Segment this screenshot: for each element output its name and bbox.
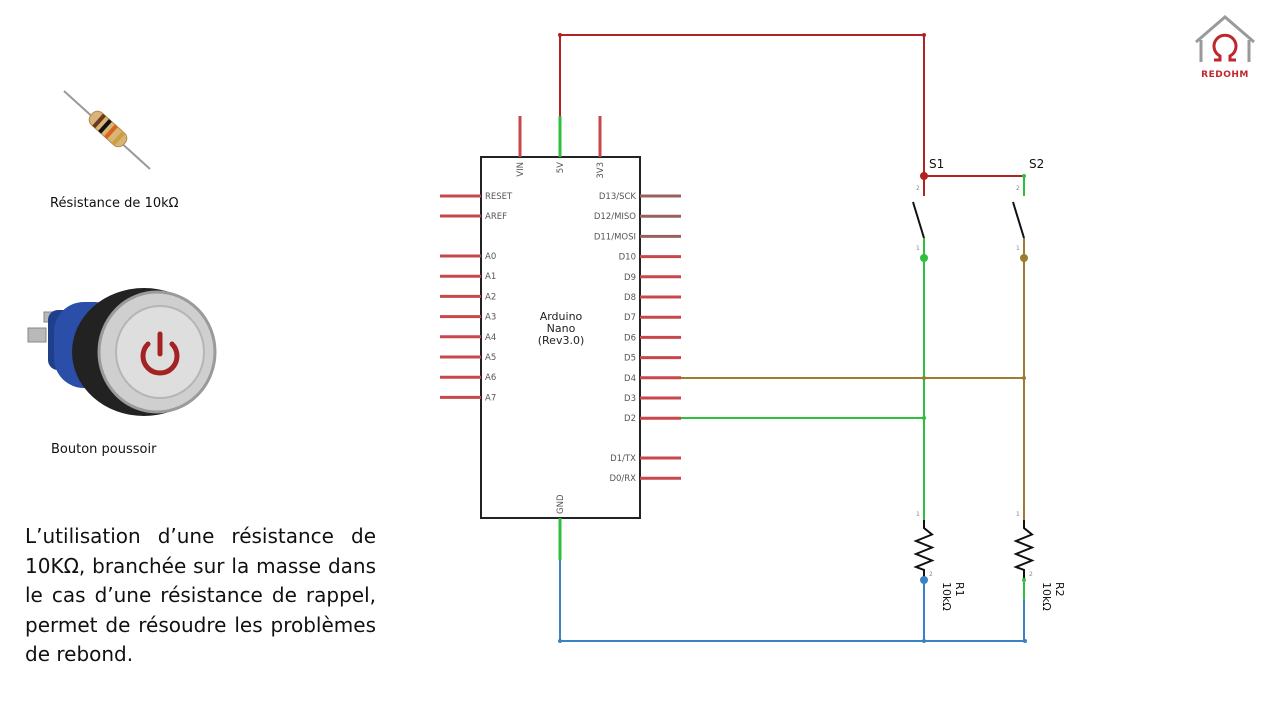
switch-lever: [912, 201, 925, 239]
explanation-text: L’utilisation d’une résistance de 10KΩ, …: [25, 524, 376, 666]
switch-pin-number: 1: [1016, 245, 1020, 252]
pin-label-a5: A5: [485, 353, 496, 363]
resistor-zigzag: [913, 520, 935, 580]
junction-dot: [558, 639, 562, 643]
pin-label-a6: A6: [485, 373, 496, 383]
pin-label-d5: D5: [624, 354, 636, 364]
junction-dot: [922, 639, 926, 643]
junction-dot: [922, 416, 926, 420]
pin-label-d4: D4: [624, 374, 636, 384]
switch-label: S2: [1029, 157, 1044, 171]
resistor-pin-number: 1: [916, 511, 920, 518]
resistor-pin-number: 2: [1029, 571, 1033, 578]
pin-label-d9: D9: [624, 273, 636, 283]
pin-label-a7: A7: [485, 393, 496, 403]
board-name-line: (Rev3.0): [538, 334, 585, 347]
switch-terminal-top: [920, 172, 928, 180]
switch-terminal-top: [1022, 174, 1026, 178]
resistor-name: R1: [953, 582, 966, 597]
resistor-caption: Résistance de 10kΩ: [50, 196, 179, 211]
button-caption: Bouton poussoir: [51, 442, 157, 457]
pin-label-a3: A3: [485, 313, 496, 323]
pin-label-a1: A1: [485, 272, 496, 282]
resistor-image: [63, 90, 151, 170]
logo-text: REDOHM: [1201, 70, 1249, 80]
switch-terminal-bottom: [920, 254, 928, 262]
pin-label-d11-mosi: D11/MOSI: [594, 232, 636, 242]
switch-pin-number: 2: [1016, 185, 1020, 192]
pin-label-3v3: 3V3: [596, 162, 606, 179]
board-name-line: Arduino: [540, 310, 583, 323]
resistor-pin-number: 1: [1016, 511, 1020, 518]
pin-label-aref: AREF: [485, 212, 507, 222]
resistor-terminal: [1022, 578, 1026, 582]
switch-s2: S2 2 1: [1012, 157, 1044, 262]
pin-label-d8: D8: [624, 293, 636, 303]
arduino-board: [480, 156, 641, 519]
switch-pin-number: 1: [916, 245, 920, 252]
pin-label-d7: D7: [624, 313, 636, 323]
pin-label-d13-sck: D13/SCK: [599, 192, 637, 202]
resistor-value: 10kΩ: [1040, 582, 1053, 611]
board-name-line: Nano: [547, 322, 576, 335]
pin-label-5v: 5V: [556, 162, 566, 173]
switch-label: S1: [929, 157, 944, 171]
pin-label-d10: D10: [619, 253, 636, 263]
wire-gnd: [559, 560, 1025, 642]
resistor-name: R2: [1053, 582, 1066, 597]
resistor-terminal: [920, 576, 928, 584]
switch-s1: S1 2 1: [912, 157, 944, 262]
pin-label-a0: A0: [485, 252, 496, 262]
resistor-value: 10kΩ: [940, 582, 953, 611]
pin-label-a4: A4: [485, 333, 496, 343]
pin-label-d3: D3: [624, 394, 636, 404]
pin-label-d1-tx: D1/TX: [610, 454, 636, 464]
junction-dot: [1022, 376, 1026, 380]
junction-dot: [558, 33, 562, 37]
pin-label-a2: A2: [485, 292, 496, 302]
pin-label-d6: D6: [624, 333, 636, 343]
pin-label-d0-rx: D0/RX: [609, 474, 636, 484]
junction-dot: [922, 376, 926, 380]
resistor-pin-number: 2: [929, 571, 933, 578]
switch-lever: [1012, 201, 1025, 239]
pin-label-d2: D2: [624, 414, 636, 424]
switch-terminal-bottom: [1020, 254, 1028, 262]
switch-pin-number: 2: [916, 185, 920, 192]
redohm-logo: REDOHM: [1195, 15, 1255, 80]
junction-dot: [1023, 639, 1027, 643]
junction-dot: [922, 33, 926, 37]
pin-label-d12-miso: D12/MISO: [594, 212, 636, 222]
pin-label-reset: RESET: [485, 192, 513, 202]
pin-label-gnd: GND: [556, 494, 566, 514]
push-button-image: [27, 288, 217, 416]
resistor-zigzag: [1013, 520, 1035, 580]
pin-label-vin: VIN: [516, 162, 526, 177]
wire-5v: [559, 34, 925, 176]
